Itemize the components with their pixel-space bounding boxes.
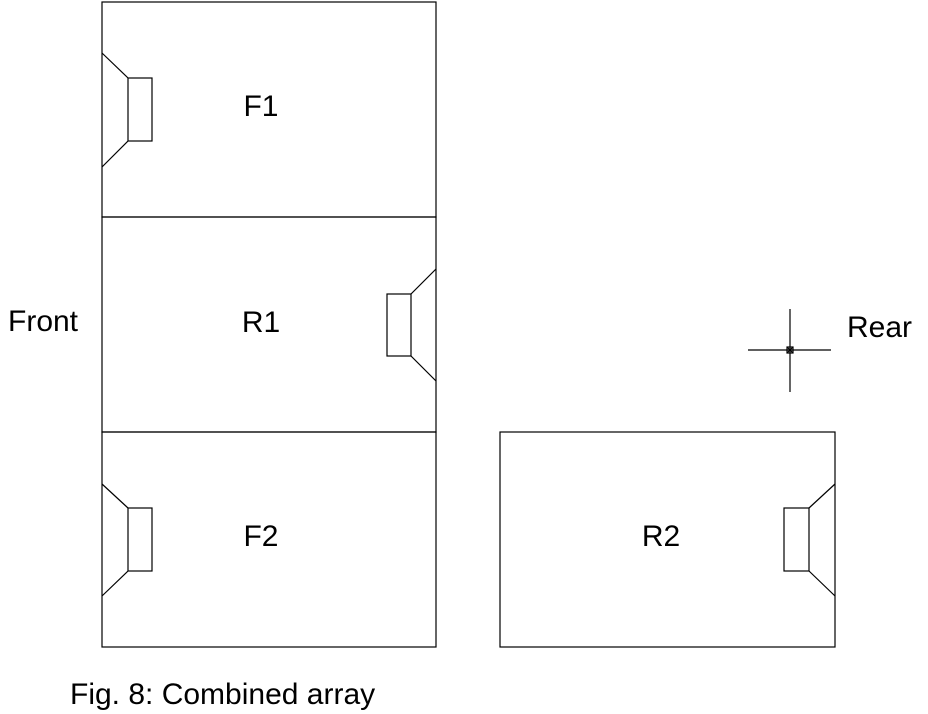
figure-caption: Fig. 8: Combined array: [70, 678, 375, 711]
speaker-driver-icon: [783, 483, 836, 597]
speaker-driver-icon: [101, 52, 153, 168]
cabinet-f2: F2: [101, 431, 437, 648]
cabinet-r1-label: R1: [242, 306, 280, 339]
cabinet-r1: R1: [101, 216, 437, 433]
speaker-driver-icon: [101, 483, 153, 597]
cabinet-r2-box: [499, 431, 836, 648]
crosshair-icon: [748, 309, 831, 392]
front-label: Front: [8, 305, 79, 338]
cabinet-f2-box: [101, 431, 437, 648]
cabinet-f1-label: F1: [243, 90, 278, 123]
cabinet-r2-label: R2: [642, 520, 680, 553]
cabinet-f2-label: F2: [243, 520, 278, 553]
cabinet-f1: F1: [101, 1, 437, 218]
rear-label: Rear: [847, 311, 912, 344]
speaker-driver-icon: [386, 268, 437, 382]
cabinet-r2: R2: [499, 431, 836, 648]
